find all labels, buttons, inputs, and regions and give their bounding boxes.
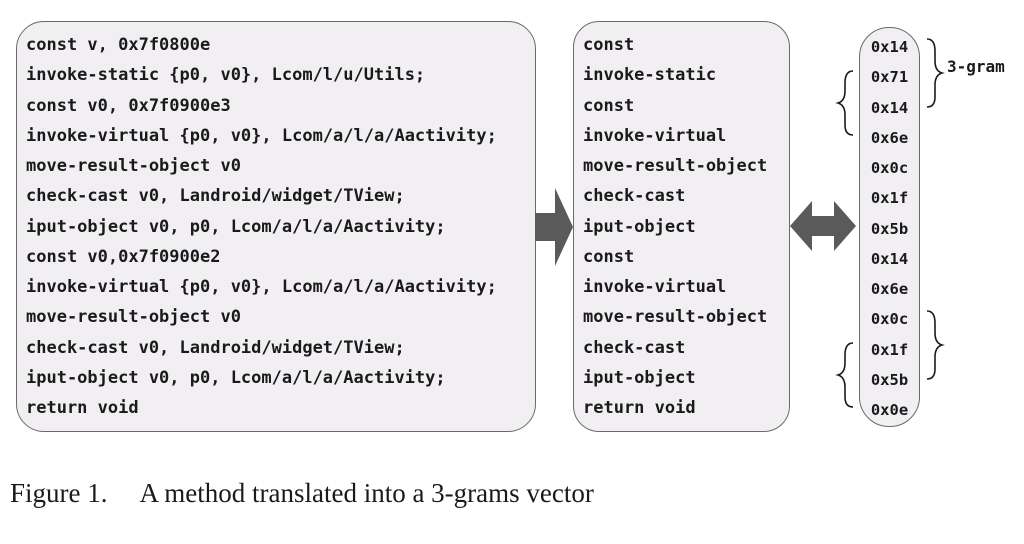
bytecode-line: invoke-virtual {p0, v0}, Lcom/a/l/a/Aact…	[26, 277, 497, 297]
bytecode-line: move-result-object v0	[26, 307, 241, 328]
hex-value: 0x5b	[870, 219, 909, 238]
bytecode-panel: const v, 0x7f0800e invoke-static {p0, v0}…	[16, 21, 536, 432]
figure-caption: Figure 1. A method translated into a 3-gr…	[10, 478, 594, 509]
hex-value: 0x6e	[870, 128, 909, 147]
curly-brace-icon	[835, 342, 854, 408]
opcode-line: const	[583, 35, 635, 55]
bytecode-line: const v, 0x7f0800e	[26, 35, 211, 55]
bytecode-line: return void	[26, 398, 139, 418]
opcode-line: invoke-virtual	[583, 125, 727, 146]
hex-vector-lines: 0x14 0x71 0x14 0x6e 0x0c 0x1f 0x5b 0x14 0x6e 0x0c…	[860, 32, 919, 425]
opcode-line: move-result-object	[583, 307, 768, 328]
hex-value: 0x0c	[870, 310, 909, 329]
opcode-line: return void	[583, 398, 696, 418]
opcode-line: const	[583, 95, 635, 116]
opcode-line: check-cast	[583, 186, 686, 207]
opcode-line: iput-object	[583, 216, 696, 237]
bytecode-line: check-cast v0, Landroid/widget/TView;	[26, 186, 405, 207]
hex-value: 0x1f	[870, 189, 909, 208]
three-gram-label: 3-gram	[947, 57, 1005, 76]
bytecode-line: move-result-object v0	[26, 156, 241, 176]
hex-value: 0x0e	[870, 401, 909, 419]
opcode-line: check-cast	[583, 337, 686, 358]
bytecode-line: const v0,0x7f0900e2	[26, 246, 221, 267]
hex-value: 0x71	[870, 68, 909, 87]
opcode-lines: const invoke-static const invoke-virtual mov…	[574, 30, 789, 423]
hex-value: 0x14	[870, 249, 909, 268]
hex-value: 0x14	[870, 38, 909, 56]
bytecode-line: check-cast v0, Landroid/widget/TView;	[26, 337, 405, 358]
hex-value: 0x5b	[870, 370, 909, 389]
bytecode-line: iput-object v0, p0, Lcom/a/l/a/Aactivity…	[26, 367, 446, 388]
bytecode-line: iput-object v0, p0, Lcom/a/l/a/Aactivity…	[26, 216, 446, 237]
bytecode-line: invoke-static {p0, v0}, Lcom/l/u/Utils;	[26, 65, 426, 86]
curly-brace-icon	[926, 310, 945, 380]
right-arrow-icon	[535, 188, 573, 266]
ngram-brackets	[835, 38, 945, 408]
opcode-line: move-result-object	[583, 156, 768, 176]
hex-value: 0x1f	[870, 340, 909, 359]
opcode-line: invoke-static	[583, 65, 717, 86]
bytecode-lines: const v, 0x7f0800e invoke-static {p0, v0}…	[17, 30, 535, 423]
hex-value: 0x14	[870, 98, 909, 117]
opcode-panel: const invoke-static const invoke-virtual mov…	[573, 21, 790, 432]
curly-brace-icon	[926, 38, 945, 108]
bytecode-line: const v0, 0x7f0900e3	[26, 95, 231, 116]
opcode-line: iput-object	[583, 367, 696, 388]
hex-value: 0x6e	[870, 280, 909, 298]
hex-vector-panel: 0x14 0x71 0x14 0x6e 0x0c 0x1f 0x5b 0x14 0x6e 0x0c…	[859, 27, 920, 427]
bytecode-line: invoke-virtual {p0, v0}, Lcom/a/l/a/Aact…	[26, 125, 497, 146]
hex-value: 0x0c	[870, 159, 909, 177]
caption-number: Figure 1.	[10, 478, 108, 508]
opcode-line: const	[583, 246, 635, 267]
opcode-line: invoke-virtual	[583, 277, 727, 297]
caption-text: A method translated into a 3-grams vecto…	[139, 478, 594, 508]
curly-brace-icon	[835, 70, 854, 136]
double-arrow-icon	[790, 201, 856, 251]
